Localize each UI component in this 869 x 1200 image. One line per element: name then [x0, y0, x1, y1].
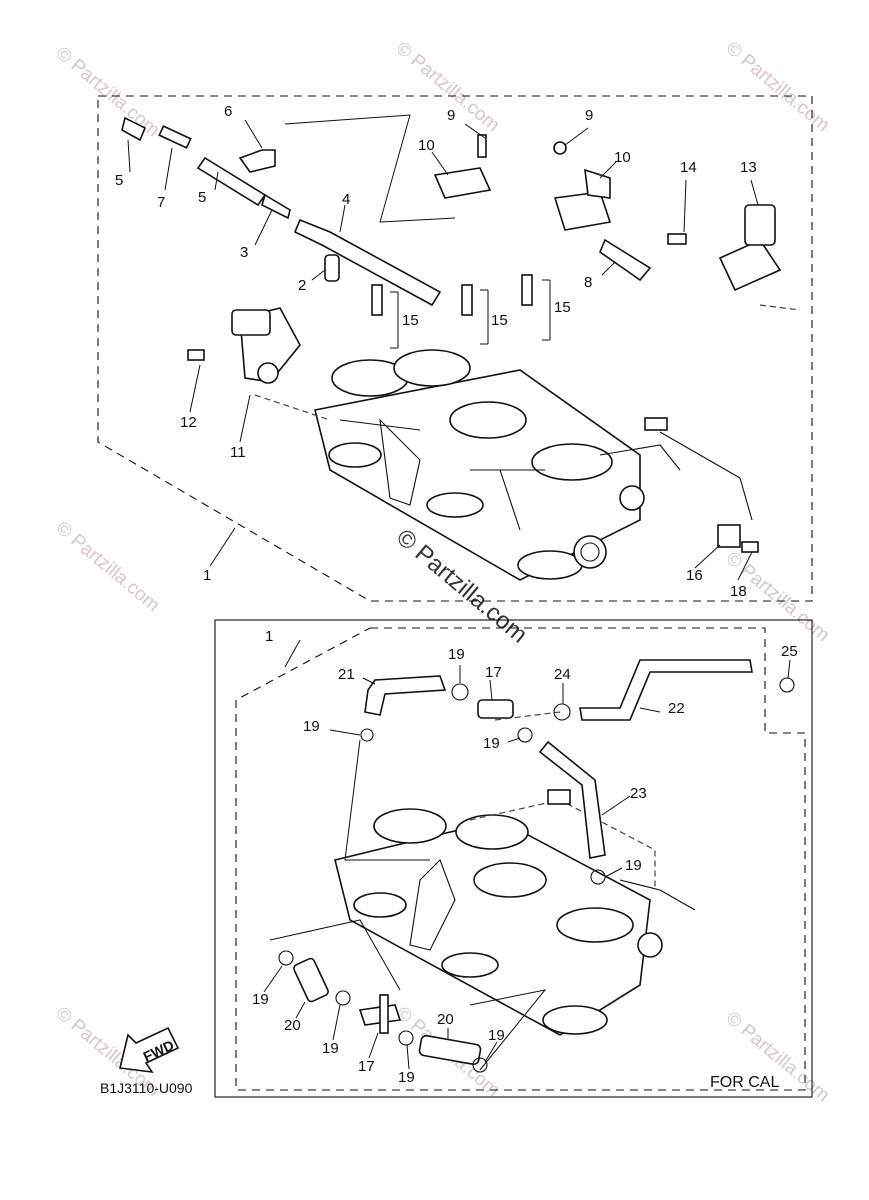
diagram-code: B1J3110-U090: [100, 1080, 193, 1096]
callout-19: 19: [252, 991, 269, 1008]
callout-20: 20: [437, 1011, 454, 1028]
fwd-arrow-icon: FWD: [119, 1026, 180, 1074]
callout-20: 20: [284, 1017, 301, 1034]
callout-7: 7: [157, 194, 165, 211]
hose-parts-upper: [121, 116, 782, 553]
callout-21: 21: [338, 666, 355, 683]
callouts-upper: 5 7 5 6 3 4 2 9 10 9 10 8 14 13 12 11 15…: [115, 103, 757, 600]
callout-8: 8: [584, 274, 592, 291]
callout-19: 19: [625, 857, 642, 874]
callout-19: 19: [303, 718, 320, 735]
callout-17: 17: [358, 1058, 375, 1075]
callout-9: 9: [447, 107, 455, 124]
callout-19: 19: [448, 646, 465, 663]
callout-5: 5: [115, 172, 123, 189]
callout-1: 1: [203, 567, 211, 584]
callout-9: 9: [585, 107, 593, 124]
callout-12: 12: [180, 414, 197, 431]
throttle-body-lower: [334, 799, 696, 1036]
callouts-lower: 1 21 19 17 24 22 25 19 19 23 19 19 20 19…: [252, 628, 798, 1086]
callout-19: 19: [483, 735, 500, 752]
callout-2: 2: [298, 277, 306, 294]
callout-10: 10: [418, 137, 435, 154]
watermark: © Partzilla.com: [52, 43, 164, 141]
for-cal-frame: [214, 619, 813, 1098]
callout-10: 10: [614, 149, 631, 166]
callout-14: 14: [680, 159, 697, 176]
callout-15: 15: [554, 299, 571, 316]
callout-19: 19: [322, 1040, 339, 1057]
leader-lines-upper: [127, 114, 801, 581]
watermark: © Partzilla.com: [52, 518, 164, 616]
callout-23: 23: [630, 785, 647, 802]
callout-25: 25: [781, 643, 798, 660]
callout-24: 24: [554, 666, 571, 683]
watermark: © Partzilla.com: [722, 38, 834, 136]
callout-19: 19: [398, 1069, 415, 1086]
upper-assembly-boundary: [97, 95, 813, 602]
callout-4: 4: [342, 191, 350, 208]
callout-15: 15: [491, 312, 508, 329]
callout-1: 1: [265, 628, 273, 645]
callout-5: 5: [198, 189, 206, 206]
callout-15: 15: [402, 312, 419, 329]
leader-lines-lower: [263, 639, 791, 1071]
callout-17: 17: [485, 664, 502, 681]
callout-16: 16: [686, 567, 703, 584]
callout-3: 3: [240, 244, 248, 261]
callout-13: 13: [740, 159, 757, 176]
callout-11: 11: [230, 444, 246, 461]
lower-assembly-boundary: [235, 627, 806, 1091]
throttle-body-upper: [314, 349, 681, 581]
callout-22: 22: [668, 700, 685, 717]
callout-18: 18: [730, 583, 747, 600]
callout-19: 19: [488, 1027, 505, 1044]
callout-6: 6: [224, 103, 232, 120]
hose-parts-lower: [278, 659, 795, 1073]
variant-label: FOR CAL: [710, 1074, 780, 1091]
